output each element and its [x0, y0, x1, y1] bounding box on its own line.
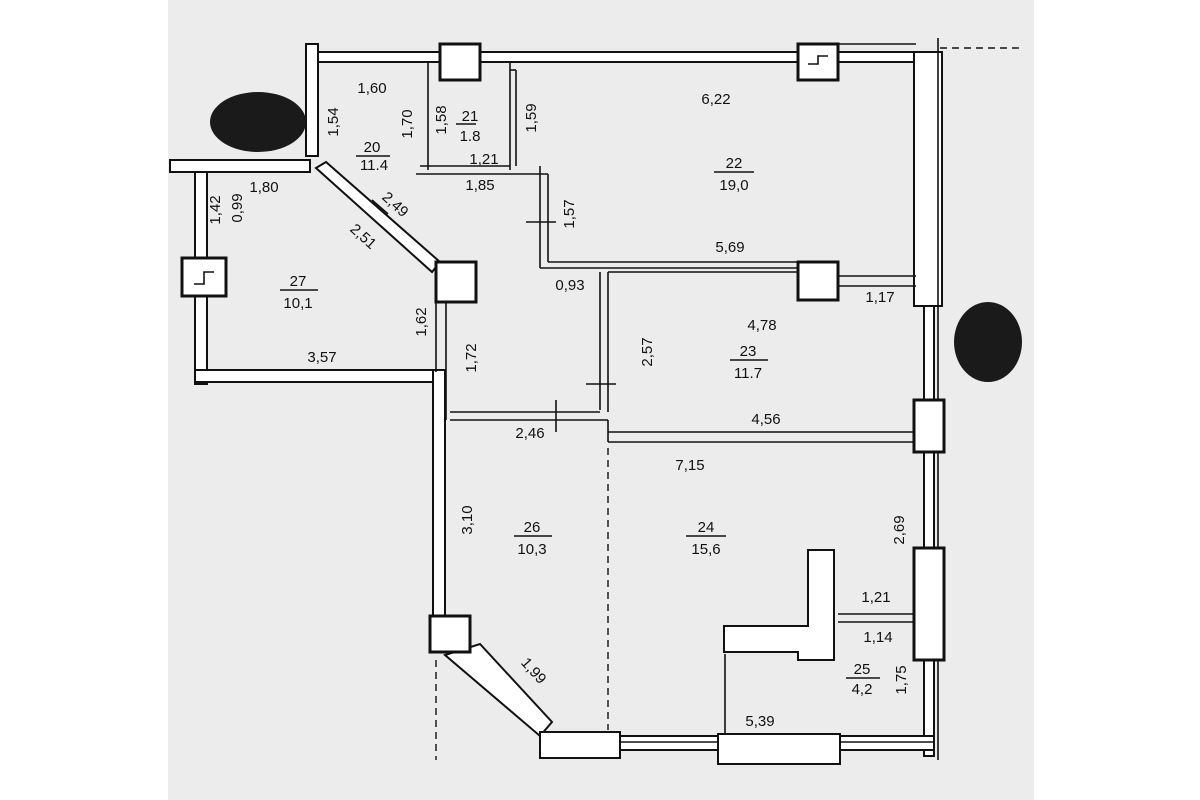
right-window-1	[923, 305, 935, 403]
column-top-1	[438, 42, 482, 82]
dimension-label: 2,57	[639, 337, 656, 366]
dimension-label: 3,10	[459, 505, 476, 534]
dimension-label: 1,14	[863, 629, 892, 646]
bottom-window-pier	[717, 733, 841, 765]
redaction-blot-right	[954, 302, 1022, 382]
dimension-label: 1,75	[893, 665, 910, 694]
room27-bottom-wall	[194, 369, 446, 383]
dimension-label: 1,72	[463, 343, 480, 372]
dimension-label: 1,21	[861, 589, 890, 606]
dimension-label: 7,15	[675, 457, 704, 474]
dimension-label: 1,54	[325, 107, 342, 136]
floor-plan-drawing: 20 11.4 21 1.8 22 19,0 23 11.7 24 15,6 2…	[169, 38, 1022, 765]
column-right-2	[912, 546, 946, 662]
vent-symbol-1	[808, 55, 828, 65]
interior-walls	[314, 38, 1020, 765]
dimension-label: 1,62	[413, 307, 430, 336]
dimension-label: 3,57	[307, 349, 336, 366]
dimension-label: 1,58	[433, 105, 450, 134]
bay-window-wall	[442, 642, 554, 738]
room-23-label: 23 11.7	[730, 343, 768, 382]
floor-plan-sheet: 20 11.4 21 1.8 22 19,0 23 11.7 24 15,6 2…	[168, 0, 1034, 800]
dimension-label: 1,59	[523, 103, 540, 132]
room-number: 20	[364, 139, 381, 156]
dimension-label: 6,22	[701, 91, 730, 108]
dimension-label: 1,21	[469, 151, 498, 168]
dimension-label: 1,99	[517, 654, 549, 687]
door-tick-1	[371, 199, 389, 215]
right-window-2	[923, 451, 935, 549]
room-number: 27	[290, 273, 307, 290]
top-left-wall	[305, 43, 319, 157]
dimension-label: 4,56	[751, 411, 780, 428]
room-area: 11.7	[734, 365, 762, 382]
dimension-label: 4,78	[747, 317, 776, 334]
angled-wall-20-27	[314, 160, 442, 274]
dimension-label: 1,70	[399, 109, 416, 138]
room-area: 15,6	[691, 541, 720, 558]
room-27-label: 27 10,1	[280, 273, 318, 312]
room-labels: 20 11.4 21 1.8 22 19,0 23 11.7 24 15,6 2…	[280, 108, 880, 698]
dimension-label: 1,42	[207, 195, 224, 224]
room-area: 11.4	[360, 157, 388, 174]
dimension-label: 1,57	[561, 199, 578, 228]
exterior-walls	[169, 43, 943, 759]
bay-corner-pier	[539, 731, 621, 759]
dimension-label: 1,60	[357, 80, 386, 97]
dimension-label: 0,93	[555, 277, 584, 294]
room-20-label: 20 11.4	[356, 139, 390, 174]
column-right-1	[912, 398, 946, 454]
room-number: 21	[462, 108, 479, 125]
dimension-label: 2,46	[515, 425, 544, 442]
room-22-label: 22 19,0	[714, 155, 754, 194]
vent-symbol-2	[194, 271, 214, 285]
dimension-label: 2,51	[346, 221, 379, 253]
room-24-label: 24 15,6	[686, 519, 726, 558]
room-number: 24	[698, 519, 715, 536]
dimension-label: 0,99	[229, 193, 246, 222]
column-bottom-left	[428, 614, 472, 654]
redaction-blot-left	[210, 92, 306, 152]
room-26-label: 26 10,3	[514, 519, 552, 558]
dimension-label: 1,80	[249, 179, 278, 196]
dimension-label: 5,69	[715, 239, 744, 256]
dimension-label: 2,69	[891, 515, 908, 544]
room-area: 19,0	[719, 177, 748, 194]
left-top-wall	[169, 159, 311, 173]
room-area: 1.8	[460, 128, 481, 145]
column-mid-2	[796, 260, 840, 302]
room-area: 4,2	[852, 681, 873, 698]
dimension-label: 5,39	[745, 713, 774, 730]
dimension-label: 1,85	[465, 177, 494, 194]
room-area: 10,3	[517, 541, 546, 558]
room-number: 26	[524, 519, 541, 536]
room-25-label: 25 4,2	[846, 661, 880, 698]
room-number: 22	[726, 155, 743, 172]
room-number: 23	[740, 343, 757, 360]
room-number: 25	[854, 661, 871, 678]
room-area: 10,1	[283, 295, 312, 312]
room26-left-wall	[432, 369, 446, 623]
kitchen-block	[723, 549, 835, 661]
room-21-label: 21 1.8	[460, 108, 481, 145]
dimension-label: 1,17	[865, 289, 894, 306]
structural-columns	[180, 42, 946, 662]
column-mid-1	[434, 260, 478, 304]
